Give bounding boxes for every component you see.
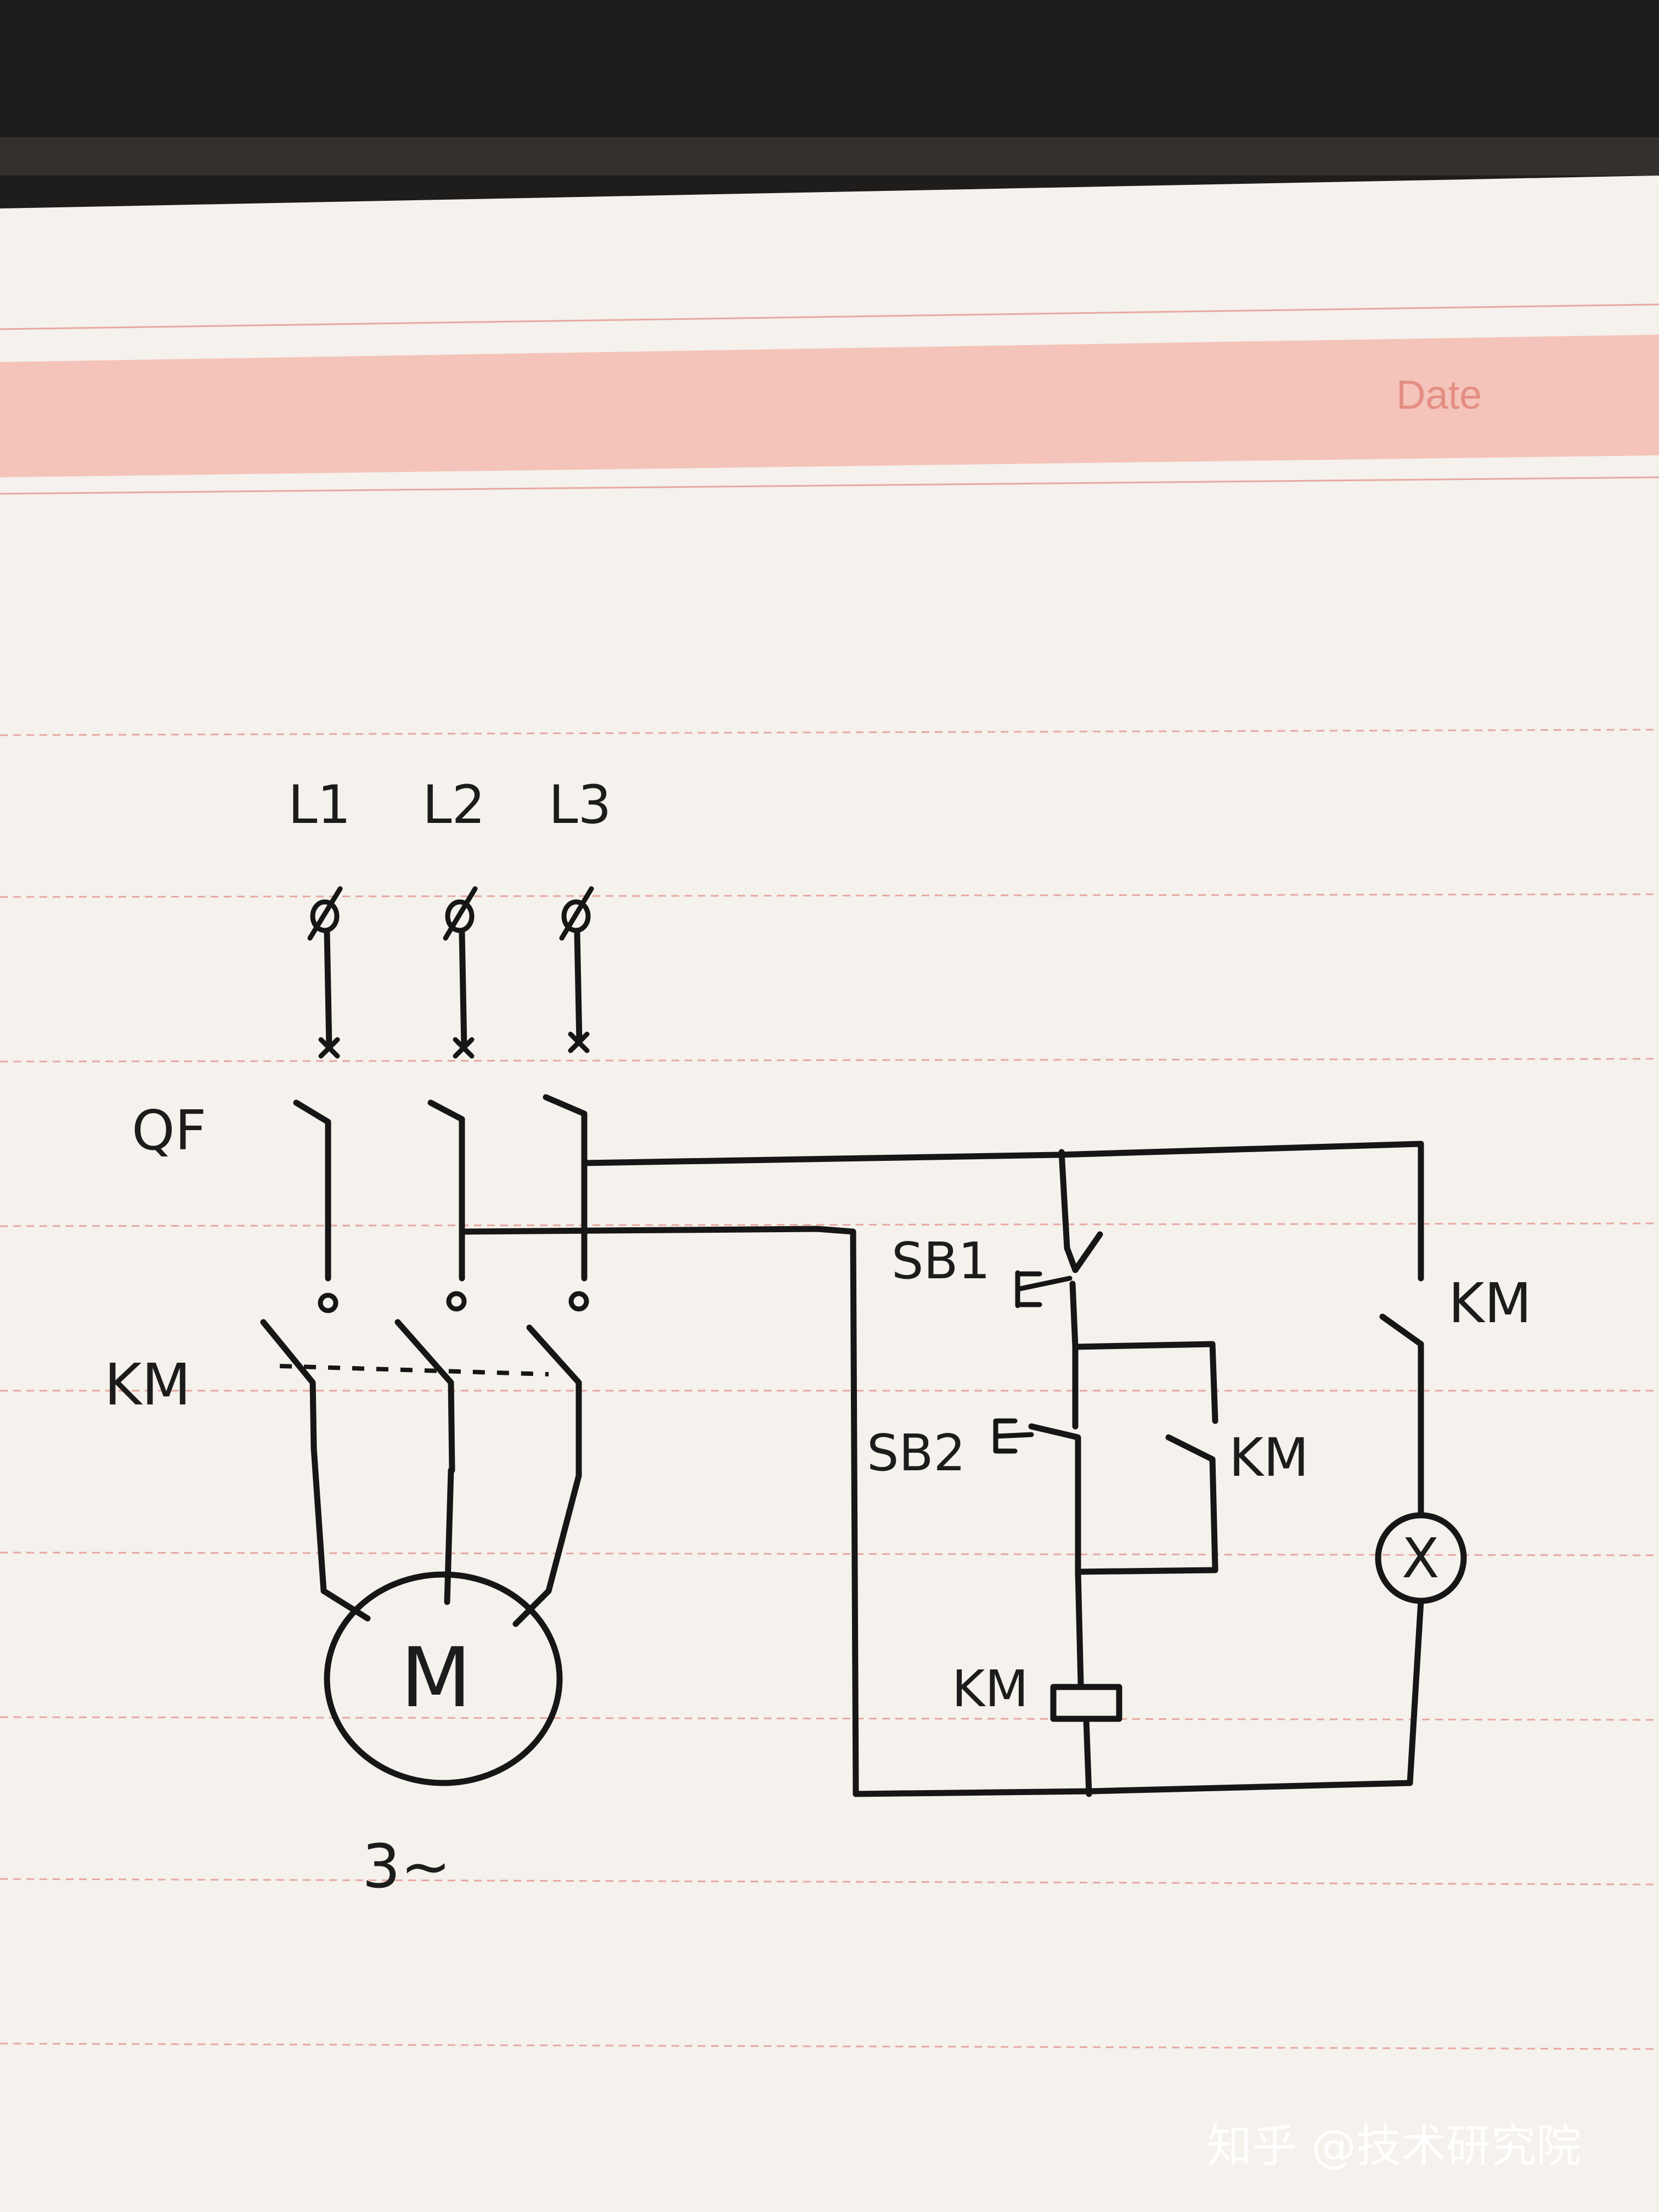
- fuse-l2: [443, 886, 478, 941]
- motor-symbol: M: [400, 1630, 471, 1726]
- phase-label-l1: L1: [288, 774, 351, 836]
- fuse-l1: [307, 886, 343, 941]
- coil-label: KM: [952, 1660, 1029, 1718]
- contactor-terminals: [318, 1291, 589, 1313]
- indicator-symbol: X: [1402, 1526, 1440, 1590]
- paper-sheet: [0, 176, 1659, 2212]
- control-circuit: SB1 SB2 KM KM KM: [459, 1141, 1532, 1797]
- header-top-rule: [0, 303, 1659, 330]
- stop-button-sb1: [1015, 1231, 1103, 1308]
- contactor-label: KM: [104, 1351, 191, 1418]
- motor: [324, 1571, 563, 1786]
- breaker-terminal-marks: [318, 1031, 590, 1059]
- indicator-contact-km: [1379, 1313, 1424, 1517]
- holding-contact-km: [1165, 1434, 1218, 1572]
- date-label: Date: [1396, 372, 1482, 417]
- motor-caption: 3~: [362, 1831, 451, 1901]
- holding-contact-label: KM: [1229, 1427, 1309, 1488]
- laptop-edge: [0, 137, 1659, 176]
- watermark-text: 知乎 @技术研究院: [1207, 2120, 1581, 2172]
- phase-label-l3: L3: [549, 774, 612, 836]
- stop-button-label: SB1: [891, 1232, 990, 1290]
- start-button-label: SB2: [867, 1424, 966, 1482]
- breaker-qf: [293, 1094, 588, 1282]
- header-bottom-rule: [0, 476, 1659, 495]
- header-band: [0, 335, 1659, 477]
- contactor-km-main: [260, 1319, 582, 1479]
- breaker-label: QF: [132, 1098, 206, 1163]
- ruled-lines: [0, 729, 1659, 2050]
- phase-label-l2: L2: [422, 774, 486, 836]
- indicator-contact-label: KM: [1448, 1271, 1532, 1335]
- start-button-sb2: [993, 1418, 1081, 1578]
- main-circuit: L1 L2 L3 QF: [104, 774, 612, 1901]
